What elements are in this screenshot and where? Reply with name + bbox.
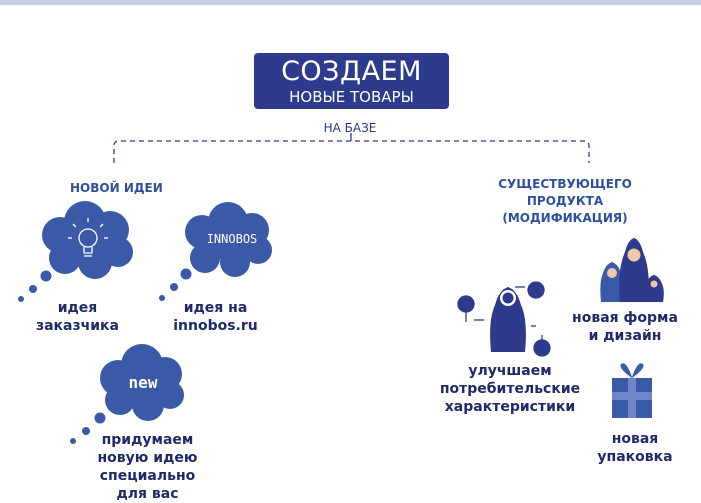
label-new-packaging: новая упаковка xyxy=(597,431,673,465)
matryoshka-family-icon xyxy=(600,238,664,302)
label-new-form-design: новая форма и дизайн xyxy=(572,310,678,344)
title-main: СОЗДАЕМ xyxy=(281,56,422,87)
lightbulb-icon xyxy=(68,218,108,257)
gift-box-icon xyxy=(612,363,652,418)
left-branch-title: НОВОЙ ИДЕИ xyxy=(70,181,163,195)
label-improve-characteristics: улучшаем потребительские характеристики xyxy=(439,363,581,415)
cloud-innobos xyxy=(159,202,272,301)
base-label: НА БАЗЕ xyxy=(323,121,377,135)
cloud-new-idea xyxy=(70,344,184,444)
new-cloud-text: new xyxy=(128,373,158,392)
right-branch-title: СУЩЕСТВУЮЩЕГО ПРОДУКТА (МОДИФИКАЦИЯ) xyxy=(498,177,632,225)
title-box: СОЗДАЕМ НОВЫЕ ТОВАРЫ xyxy=(254,53,449,109)
matryoshka-icon xyxy=(490,287,526,352)
decor-circles xyxy=(457,281,551,357)
label-new-idea: придумаем новую идею специально для вас xyxy=(97,432,198,502)
cloud-customer-idea xyxy=(18,201,133,302)
top-border-line xyxy=(0,0,701,5)
label-customer-idea: идея заказчика xyxy=(35,300,120,334)
dashed-connector xyxy=(113,140,590,163)
title-sub: НОВЫЕ ТОВАРЫ xyxy=(289,88,414,106)
innobos-cloud-text: INNOBOS xyxy=(206,232,258,246)
label-innobos-idea: идея на innobos.ru xyxy=(173,300,258,334)
